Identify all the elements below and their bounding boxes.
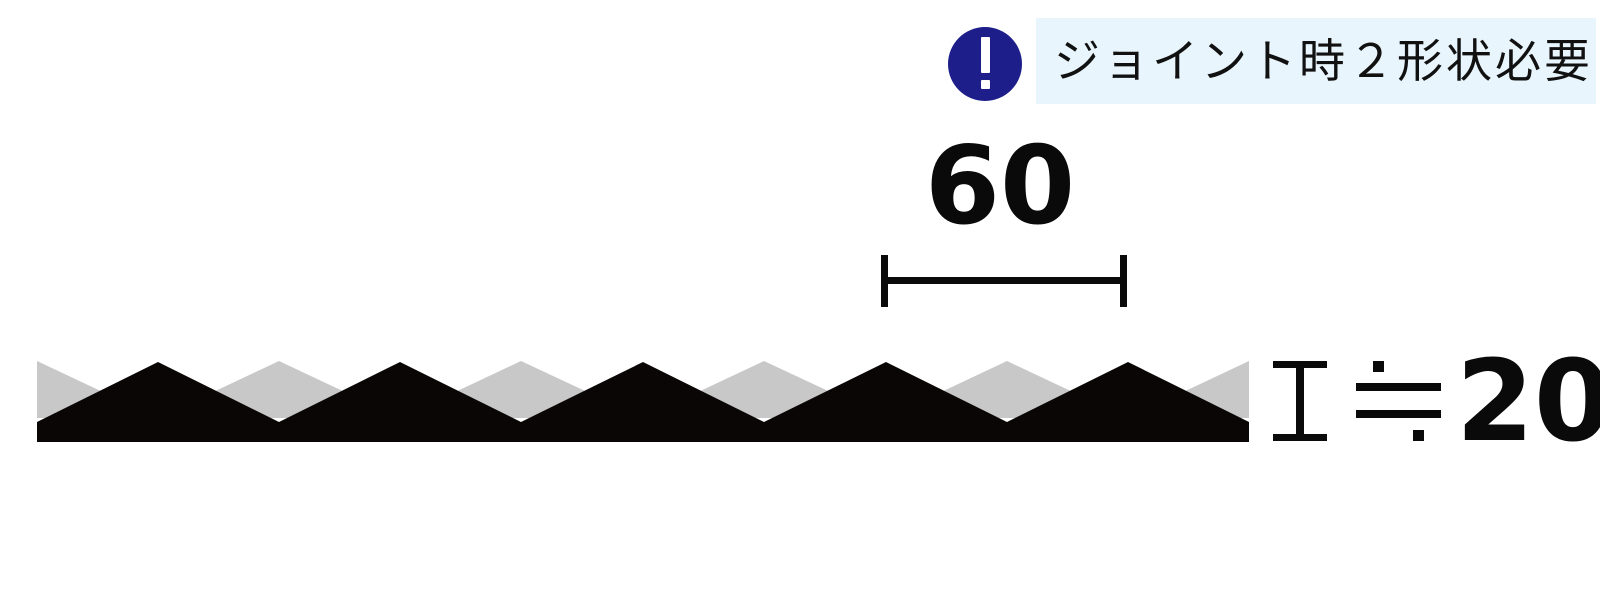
height-symbol-stem <box>1296 361 1304 441</box>
height-symbol <box>1273 361 1327 441</box>
height-symbol-bottom <box>1273 434 1327 441</box>
pitch-dimension-label: 60 <box>924 124 1076 249</box>
approx-sign-top-bar <box>1356 383 1441 391</box>
approx-sign-top-dot <box>1373 361 1384 372</box>
pitch-bracket-line <box>884 277 1124 284</box>
approx-sign-bottom-dot <box>1413 430 1424 441</box>
pitch-dimension-bracket <box>881 255 1127 307</box>
note-box <box>1036 18 1596 104</box>
approx-sign-bottom-bar <box>1356 410 1441 418</box>
exclamation-icon-dot <box>981 80 990 89</box>
joint-note-text: ジョイント時２形状必要 <box>1054 34 1593 88</box>
exclamation-icon-bar <box>981 37 990 73</box>
height-dimension-label: 20 <box>1456 337 1600 467</box>
front-corrugation-layer <box>37 362 1249 442</box>
approx-equal-sign <box>1356 361 1441 441</box>
